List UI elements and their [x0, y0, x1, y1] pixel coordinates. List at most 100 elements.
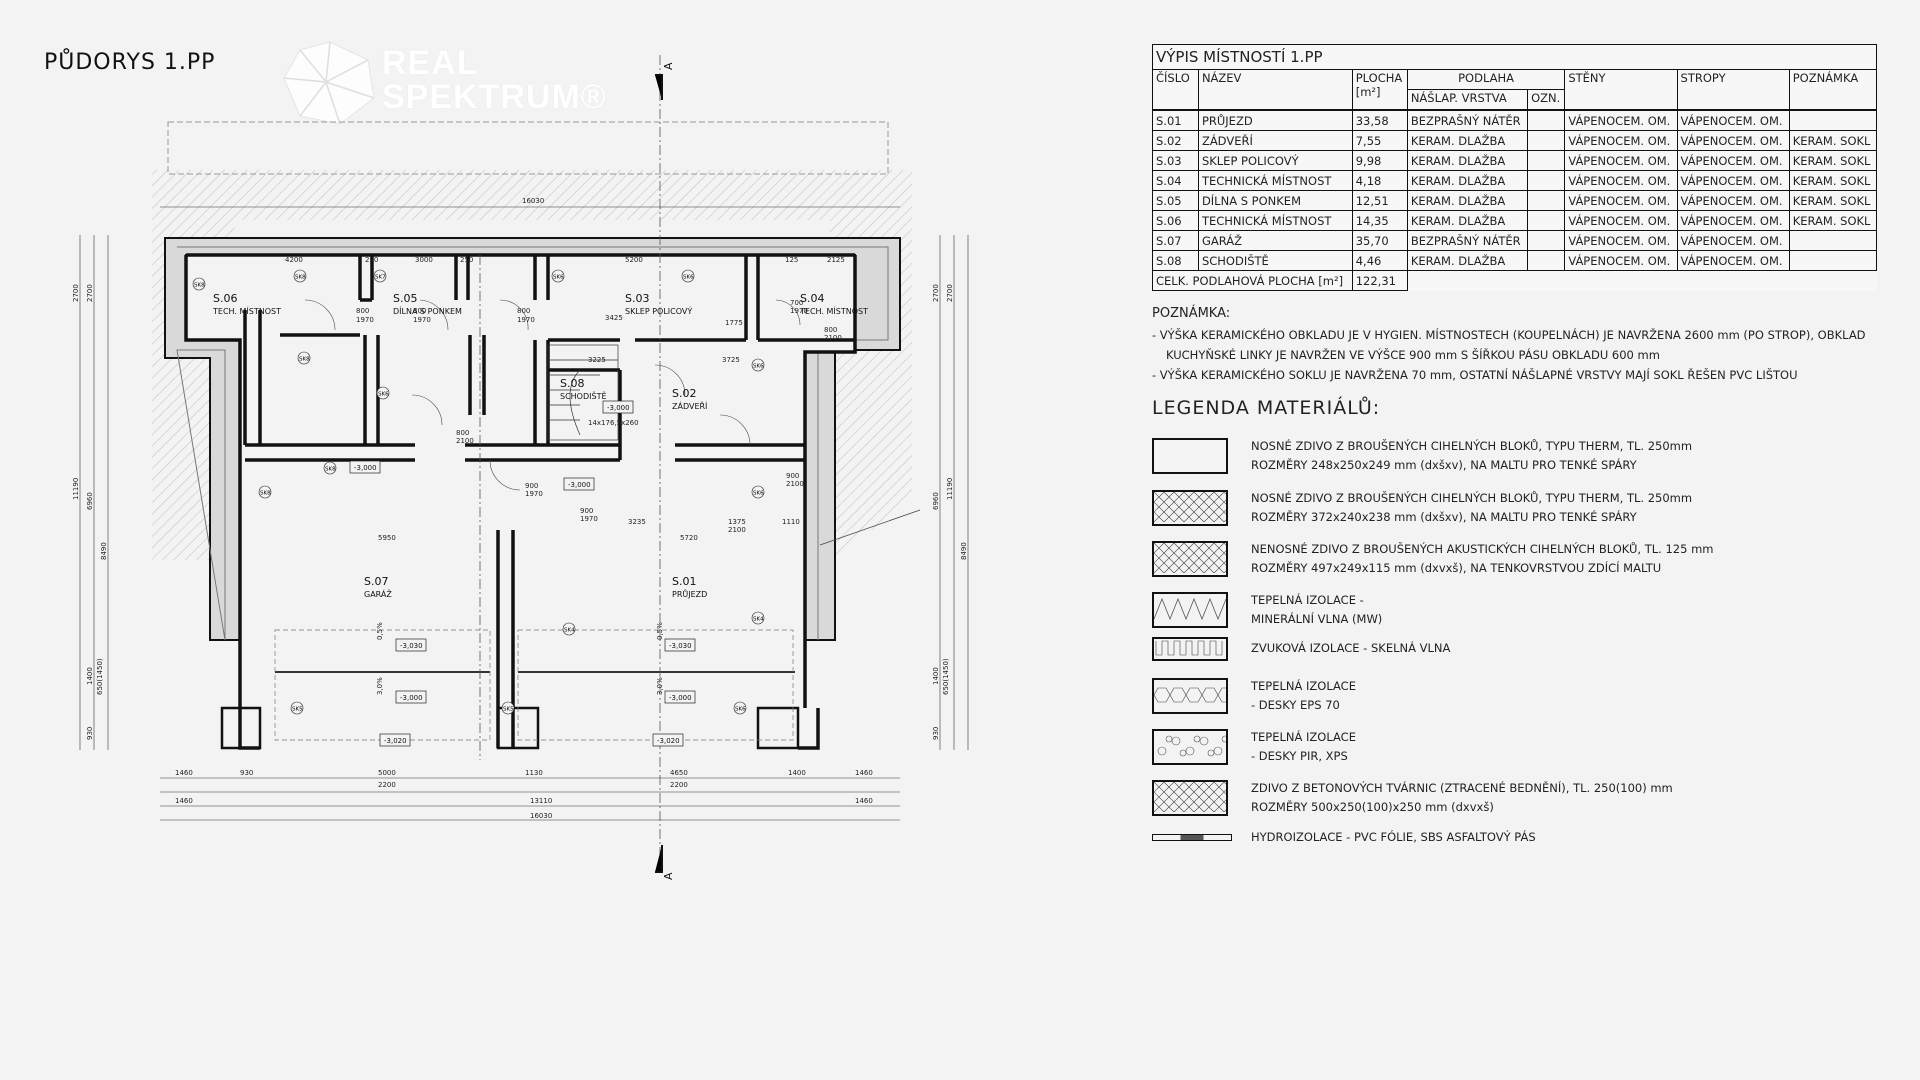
sk-marker [297, 351, 311, 365]
interior-dimension-label: 1775 [725, 319, 743, 327]
right-dimension-label: 6960 [932, 492, 940, 510]
legend-text-line: - DESKY PIR, XPS [1251, 749, 1348, 763]
room-number-label: S.05 [393, 292, 417, 305]
col-floor-header: PODLAHA [1406, 69, 1566, 90]
schedule-cell-floor: KERAM. DLAŽBA [1406, 210, 1529, 231]
bottom-dimension-label: 2200 [378, 781, 396, 789]
door-dimension-label: 1970 [413, 316, 431, 324]
schedule-total-value: 122,31 [1351, 270, 1408, 291]
left-dimension-label: 650(1450) [96, 658, 104, 695]
schedule-cell-name: SKLEP POLICOVÝ [1197, 150, 1353, 171]
sk-marker-label: SK6 [553, 275, 564, 281]
schedule-cell-area: 14,35 [1351, 210, 1408, 231]
schedule-cell-name: DÍLNA S PONKEM [1197, 190, 1353, 211]
slope-label: 0,5% [656, 622, 664, 640]
sk-marker-label: SK6 [753, 491, 764, 497]
bottom-dimension-label: 16030 [530, 812, 552, 820]
legend-text: NOSNÉ ZDIVO Z BROUŠENÝCH CIHELNÝCH BLOKŮ… [1251, 437, 1692, 475]
schedule-cell-mark [1527, 130, 1566, 151]
sk-marker [290, 701, 304, 715]
schedule-cell-name: TECHNICKÁ MÍSTNOST [1197, 210, 1353, 231]
bottom-dimension-label: 1460 [175, 769, 193, 777]
schedule-cell-floor: KERAM. DLAŽBA [1406, 250, 1529, 271]
door-dimension-label: 2100 [456, 437, 474, 445]
right-dimension-label: 2700 [946, 284, 954, 302]
schedule-cell-floor: KERAM. DLAŽBA [1406, 190, 1529, 211]
door-dimension-label: 1970 [525, 490, 543, 498]
interior-dimension-label: 1375 [728, 518, 746, 526]
room-name-label: TECH. MÍSTNOST [799, 305, 868, 316]
sk-marker [293, 269, 307, 283]
col-note-header: POZNÁMKA [1788, 69, 1878, 111]
door-dimension-label: 800 [413, 307, 426, 315]
schedule-cell-ceiling: VÁPENOCEM. OM. [1676, 230, 1790, 251]
schedule-cell-note [1788, 250, 1878, 271]
legend-text-line: ROZMĚRY 372x240x238 mm (dxšxv), NA MALTU… [1251, 510, 1637, 524]
sk-marker [681, 269, 695, 283]
level-label: -3,000 [669, 694, 692, 702]
schedule-total-row: CELK. PODLAHOVÁ PLOCHA [m²]122,31 [1152, 270, 1877, 291]
legend-text-line: ROZMĚRY 497x249x115 mm (dxvxš), NA TENKO… [1251, 561, 1662, 575]
schedule-cell-note: KERAM. SOKL [1788, 170, 1878, 191]
level-label: -3,000 [354, 464, 377, 472]
schedule-cell-num: S.06 [1152, 210, 1199, 231]
room-schedule-table: VÝPIS MÍSTNOSTÍ 1.PP ČÍSLO NÁZEV PLOCHA[… [1152, 44, 1878, 291]
door-dimension-label: 1970 [790, 307, 808, 315]
sk-marker-label: SK6 [753, 364, 764, 370]
door-dimension-label: 2100 [824, 334, 842, 342]
level-box [563, 477, 595, 491]
door-dimension-label: 800 [456, 429, 469, 437]
room-number-label: S.03 [625, 292, 649, 305]
top-dimension-label: 4200 [285, 256, 303, 264]
schedule-cell-ceiling: VÁPENOCEM. OM. [1676, 190, 1790, 211]
legend-text-line: ZDIVO Z BETONOVÝCH TVÁRNIC (ZTRACENÉ BED… [1251, 781, 1673, 795]
left-dimension-label: 8490 [100, 542, 108, 560]
legend-text: NENOSNÉ ZDIVO Z BROUŠENÝCH AKUSTICKÝCH C… [1251, 540, 1713, 578]
level-box [664, 638, 696, 652]
schedule-cell-mark [1527, 109, 1566, 131]
sk-marker-label: SK7 [375, 275, 386, 281]
bottom-dimension-label: 1400 [788, 769, 806, 777]
legend-text: TEPELNÁ IZOLACE -MINERÁLNÍ VLNA (MW) [1251, 591, 1382, 629]
col-ceiling-header: STROPY [1676, 69, 1790, 111]
stair-label: 14x176,5x260 [588, 419, 639, 427]
schedule-cell-ceiling: VÁPENOCEM. OM. [1676, 250, 1790, 271]
room-number-label: S.04 [800, 292, 824, 305]
door-dimension-label: 1970 [580, 515, 598, 523]
bottom-dimension-label: 930 [240, 769, 253, 777]
interior-dimension-label: 5720 [680, 534, 698, 542]
level-label: -3,030 [669, 642, 692, 650]
room-name-label: ZÁDVEŘÍ [672, 400, 708, 411]
level-label: -3,030 [400, 642, 423, 650]
schedule-title: VÝPIS MÍSTNOSTÍ 1.PP [1152, 44, 1877, 70]
right-dimension-label: 930 [932, 727, 940, 740]
schedule-cell-num: S.05 [1152, 190, 1199, 211]
legend-text: HYDROIZOLACE - PVC FÓLIE, SBS ASFALTOVÝ … [1251, 828, 1536, 847]
legend-text-line: NOSNÉ ZDIVO Z BROUŠENÝCH CIHELNÝCH BLOKŮ… [1251, 491, 1693, 505]
sk-marker [373, 269, 387, 283]
schedule-cell-name: GARÁŽ [1197, 230, 1353, 251]
sk-marker-label: SK6 [735, 707, 746, 713]
schedule-cell-mark [1527, 150, 1566, 171]
room-number-label: S.08 [560, 377, 584, 390]
schedule-cell-ceiling: VÁPENOCEM. OM. [1676, 109, 1790, 131]
right-dimension-label: 8490 [960, 542, 968, 560]
legend-text-line: HYDROIZOLACE - PVC FÓLIE, SBS ASFALTOVÝ … [1251, 830, 1536, 844]
door-dimension-label: 800 [356, 307, 369, 315]
schedule-cell-note: KERAM. SOKL [1788, 210, 1878, 231]
sk-marker [751, 485, 765, 499]
col-num-header: ČÍSLO [1152, 69, 1199, 111]
schedule-cell-area: 12,51 [1351, 190, 1408, 211]
interior-dimension-label: 3425 [605, 314, 623, 322]
col-floor-mark-header: OZN. [1527, 89, 1566, 111]
top-dimension-label: 5200 [625, 256, 643, 264]
room-number-label: S.07 [364, 575, 388, 588]
logo-text-real: REAL [382, 44, 479, 82]
schedule-cell-walls: VÁPENOCEM. OM. [1564, 190, 1678, 211]
schedule-cell-floor: KERAM. DLAŽBA [1406, 170, 1529, 191]
schedule-cell-area: 4,18 [1351, 170, 1408, 191]
